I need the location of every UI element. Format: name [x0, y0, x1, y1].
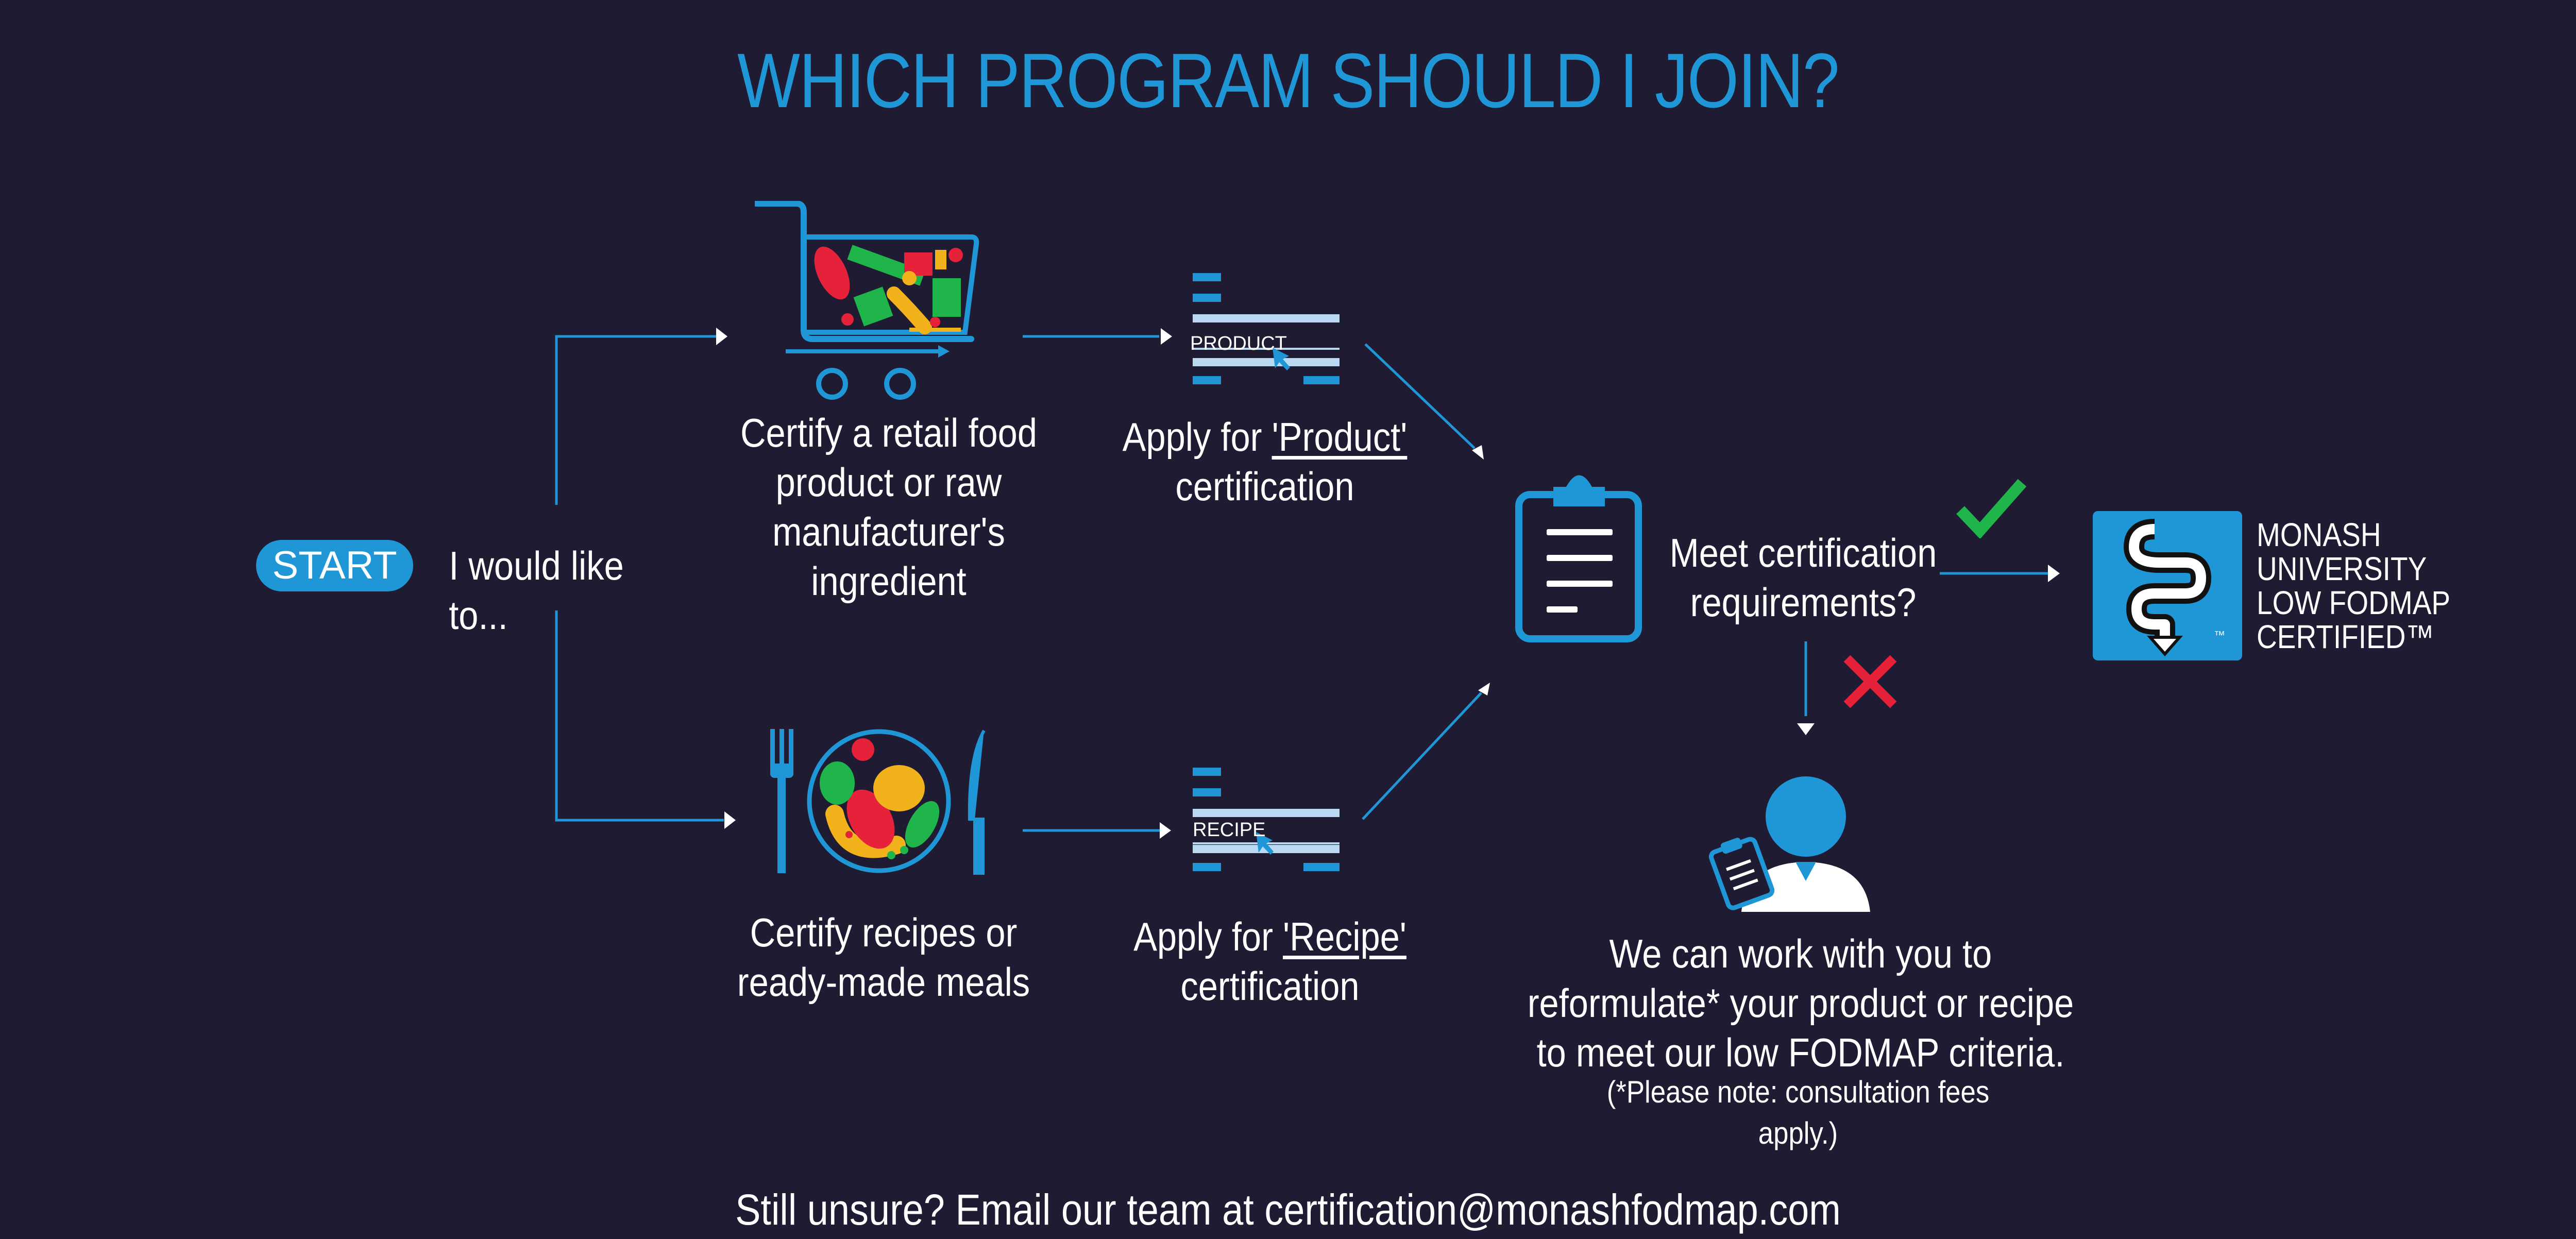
logo-line: CERTIFIED™	[2257, 618, 2434, 655]
logo-mark: ™	[2214, 629, 2225, 641]
decision-line: requirements?	[1690, 580, 1917, 625]
consultant-icon	[1708, 776, 1870, 912]
reformulate-text: We can work with you to reformulate* you…	[1522, 929, 2079, 1077]
certify-food-line: ingredient	[811, 558, 967, 604]
logo-text: MONASH UNIVERSITY LOW FODMAP CERTIFIED™	[2257, 518, 2505, 654]
certify-recipe-line: ready-made meals	[737, 959, 1030, 1005]
apply-recipe-keyword: 'Recipe'	[1283, 914, 1406, 959]
product-form-label: PRODUCT	[1190, 333, 1287, 354]
certify-food-line: manufacturer's	[772, 509, 1005, 554]
decision-line: Meet certification	[1669, 530, 1937, 575]
page-title: WHICH PROGRAM SHOULD I JOIN?	[737, 37, 1840, 124]
check-icon	[1956, 479, 2027, 538]
certify-food-line: product or raw	[775, 460, 1002, 505]
apply-product-text: Apply for 'Product' certification	[1117, 412, 1412, 511]
monash-fodmap-logo: ™	[2093, 511, 2242, 660]
recipe-form-label: RECIPE	[1193, 819, 1266, 841]
reformulate-line: We can work with you to	[1609, 931, 1992, 976]
start-pill: START	[256, 540, 413, 591]
consultation-note: (*Please note: consultation fees apply.)	[1606, 1075, 1990, 1150]
footer-prefix: Still unsure? Email our team at	[735, 1185, 1265, 1234]
clipboard-icon	[1515, 475, 1642, 642]
shopping-cart-icon	[755, 201, 979, 400]
apply-product-suffix: certification	[1175, 464, 1354, 509]
intro-text: I would like to...	[449, 543, 624, 638]
certify-food-text: Certify a retail food product or raw man…	[732, 408, 1045, 606]
logo-line: MONASH	[2257, 516, 2381, 553]
recipe-form-icon	[1193, 768, 1340, 871]
certify-food-line: Certify a retail food	[740, 410, 1038, 455]
apply-recipe-text: Apply for 'Recipe' certification	[1123, 912, 1417, 1011]
certify-recipe-text: Certify recipes or ready-made meals	[727, 908, 1040, 1007]
logo-line: UNIVERSITY	[2257, 550, 2427, 587]
apply-recipe-prefix: Apply for	[1133, 914, 1283, 959]
decision-text: Meet certification requirements?	[1649, 528, 1957, 627]
certify-recipe-line: Certify recipes or	[750, 910, 1018, 955]
email-link[interactable]: certification@monashfodmap.com	[1264, 1185, 1841, 1234]
logo-line: LOW FODMAP	[2257, 584, 2451, 621]
apply-product-prefix: Apply for	[1122, 414, 1272, 460]
cross-icon	[1843, 655, 1897, 708]
reformulate-line: reformulate* your product or recipe	[1527, 980, 2074, 1026]
product-form-icon	[1193, 273, 1340, 384]
reformulate-line: to meet our low FODMAP criteria.	[1536, 1030, 2065, 1075]
apply-product-keyword: 'Product'	[1272, 414, 1408, 460]
apply-recipe-suffix: certification	[1180, 963, 1360, 1009]
meal-plate-icon	[770, 729, 986, 875]
footer-text: Still unsure? Email our team at certific…	[608, 1185, 1968, 1234]
